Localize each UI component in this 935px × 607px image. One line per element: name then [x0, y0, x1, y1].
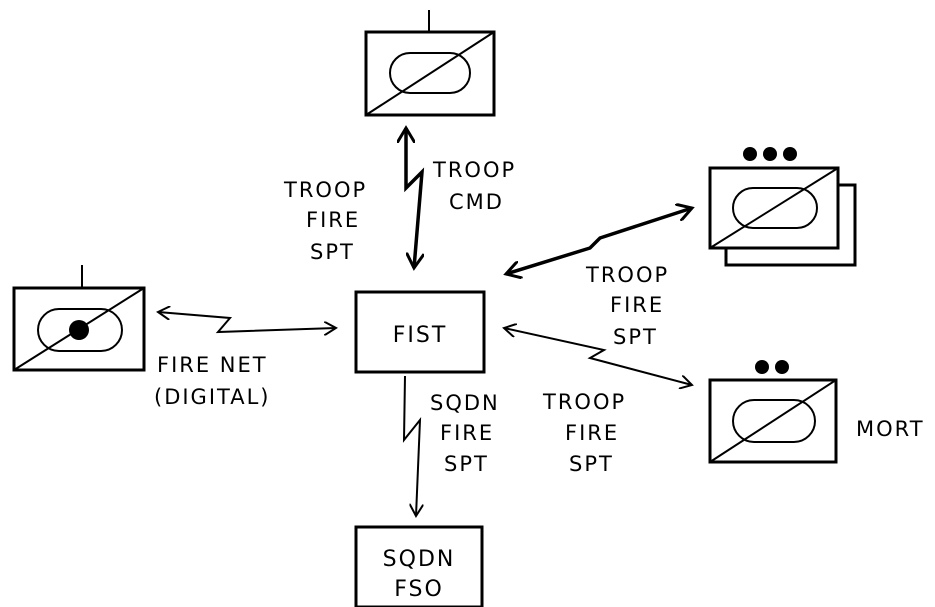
troop-cmd-label: TROOP CMD	[432, 158, 516, 214]
mortar-unit-symbol: MORT	[708, 360, 925, 464]
link-label-line: TROOP	[585, 263, 669, 287]
link-label-line: FIRE NET	[157, 353, 268, 377]
mortar-link-arrow	[504, 328, 692, 385]
left-unit-symbol	[12, 265, 146, 372]
link-label-line: FIRE	[306, 208, 360, 232]
sqdn-fire-spt-label: SQDN FIRE SPT	[430, 391, 500, 476]
link-label-line: (DIGITAL)	[154, 385, 270, 409]
link-label-line: SPT	[569, 452, 614, 476]
multi-unit-diagonal	[709, 167, 839, 249]
multi-unit-link-label: TROOP FIRE SPT	[585, 263, 669, 349]
top-unit-symbol	[364, 10, 496, 117]
link-label-line: SQDN	[430, 391, 500, 415]
sqdn-fso-link-arrow	[402, 375, 420, 516]
link-label-line: SPT	[613, 325, 658, 349]
multi-unit-symbol	[708, 147, 857, 267]
troop-fire-spt-label-top-left: TROOP FIRE SPT	[283, 178, 367, 264]
multi-unit-link-arrow	[506, 208, 692, 274]
top-unit-diagonal	[365, 31, 495, 116]
mortar-unit-dots	[755, 360, 789, 374]
multi-unit-dot-icon	[783, 147, 797, 161]
fist-label: FIST	[393, 323, 448, 348]
link-label-line: FIRE	[440, 421, 494, 445]
mortar-unit-armor-oval-icon	[732, 399, 816, 443]
troop-cmd-link-arrow	[406, 128, 422, 268]
mortar-dot-icon	[755, 360, 769, 374]
link-label-line: TROOP	[542, 390, 626, 414]
link-label-line: CMD	[449, 190, 504, 214]
left-unit-dot-icon	[69, 320, 89, 340]
mortar-unit-diagonal	[709, 379, 837, 463]
left-unit-armor-oval-icon	[37, 308, 123, 352]
sqdn-fso-label-line1: SQDN	[383, 547, 456, 572]
fire-net-label: FIRE NET (DIGITAL)	[154, 353, 270, 409]
sqdn-fso-node: SQDN FSO	[354, 525, 484, 607]
mortar-link-label: TROOP FIRE SPT	[542, 390, 626, 476]
link-label-line: TROOP	[283, 178, 367, 202]
multi-unit-dot-icon	[743, 147, 757, 161]
mortar-dot-icon	[775, 360, 789, 374]
link-label-line: FIRE	[610, 293, 664, 317]
fist-box	[354, 290, 486, 374]
multi-unit-armor-oval-icon	[732, 187, 818, 229]
fist-node: FIST	[354, 290, 486, 374]
sqdn-fso-box	[354, 525, 484, 607]
link-label-line: FIRE	[565, 421, 619, 445]
link-label-line: TROOP	[432, 158, 516, 182]
multi-unit-dot-icon	[763, 147, 777, 161]
link-label-line: SPT	[310, 240, 355, 264]
sqdn-fso-label-line2: FSO	[394, 577, 444, 602]
link-label-line: SPT	[444, 452, 489, 476]
top-unit-armor-oval-icon	[389, 52, 471, 94]
fire-net-link-arrow	[158, 312, 336, 332]
mortar-label: MORT	[856, 417, 925, 441]
multi-unit-dots	[743, 147, 797, 161]
